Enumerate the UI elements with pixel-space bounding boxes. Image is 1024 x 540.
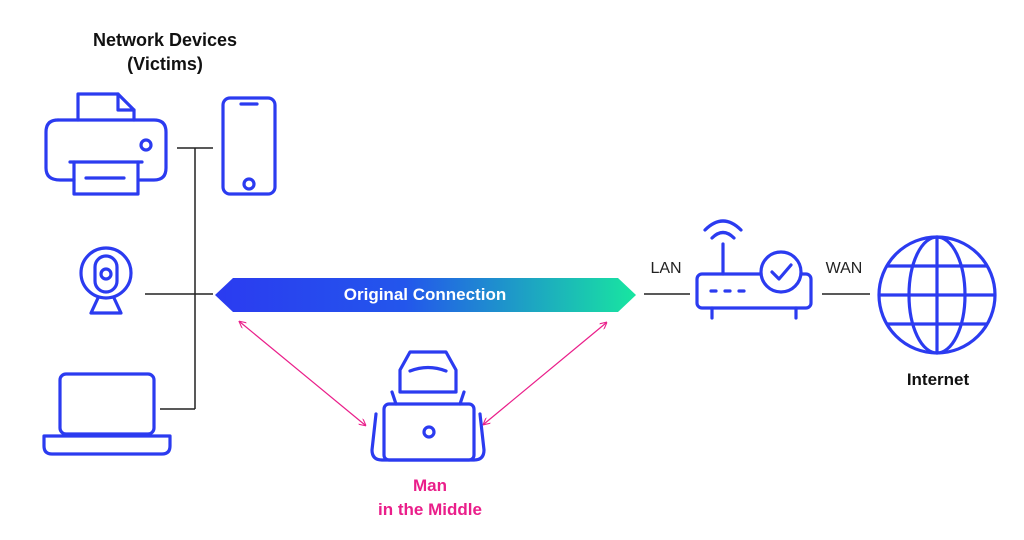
hacker-icon [370,350,486,462]
wan-label: WAN [825,260,863,277]
printer-icon [44,92,168,196]
mitm-label: Man in the Middle [330,474,530,522]
network-bus [145,147,213,410]
lan-label: LAN [650,260,682,277]
connection-banner [215,278,636,312]
mitm-label-line-2: in the Middle [378,500,482,519]
title-line-1: Network Devices [92,30,238,50]
router-icon [695,219,813,320]
attack-arrow-right [484,323,606,424]
network-devices-title: Network Devices (Victims) [70,28,260,76]
connection-label: Original Connection [343,285,507,304]
smartphone-icon [221,96,277,196]
globe-icon [877,235,997,355]
attack-arrow-left [240,322,365,425]
internet-label: Internet [906,370,970,389]
laptop-icon [42,372,172,456]
title-line-2: (Victims) [127,54,203,74]
webcam-icon [79,246,133,315]
mitm-label-line-1: Man [413,476,447,495]
